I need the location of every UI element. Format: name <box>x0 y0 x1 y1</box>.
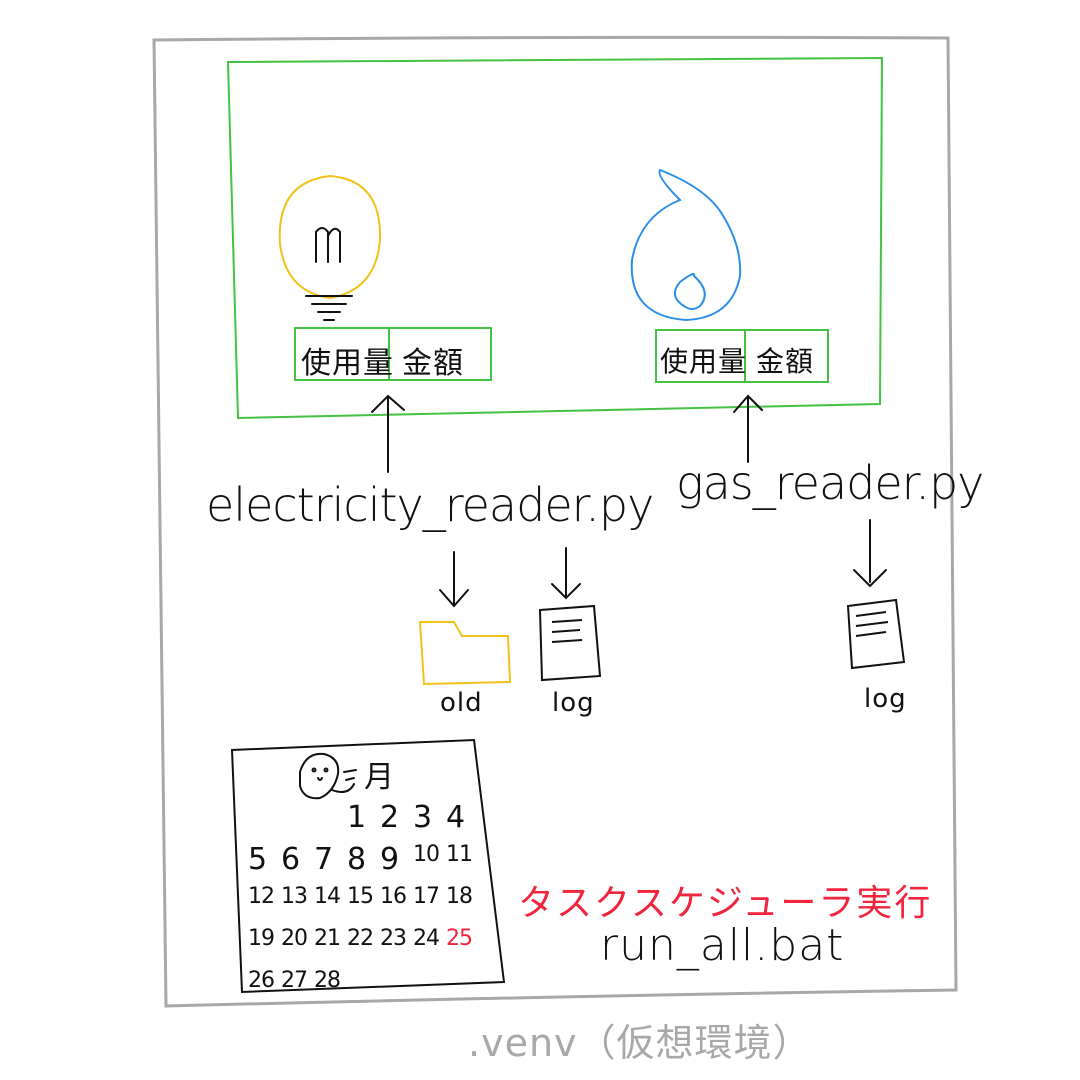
electricity-value-table <box>294 327 492 381</box>
calendar-day: 1 <box>347 800 366 835</box>
calendar-day: 13 <box>281 884 308 909</box>
calendar-day: 8 <box>347 842 366 877</box>
arrow-gas-to-panel <box>733 394 763 463</box>
electricity-usage-cell: 使用量 <box>301 346 394 381</box>
calendar-day: 18 <box>446 884 473 909</box>
calendar-day: 3 <box>413 800 432 835</box>
arrow-to-old-folder <box>439 551 469 608</box>
calendar-day: 21 <box>314 926 341 951</box>
gas-log-label: log <box>864 684 907 714</box>
calendar-day: 7 <box>314 842 333 877</box>
gas-reader-script: gas_reader.py <box>676 456 984 510</box>
calendar-day: 25 <box>446 926 473 951</box>
venv-frame <box>152 35 958 1008</box>
calendar-day: 28 <box>314 968 341 993</box>
dashboard-panel <box>226 56 884 420</box>
calendar-day: 23 <box>380 926 407 951</box>
calendar-day: 9 <box>380 842 399 877</box>
calendar-day: 4 <box>446 800 465 835</box>
old-folder-label: old <box>440 688 483 718</box>
document-icon <box>846 598 906 670</box>
calendar-day: 2 <box>380 800 399 835</box>
calendar-day: 24 <box>413 926 440 951</box>
electricity-amount-cell: 金額 <box>402 346 464 381</box>
gas-value-table <box>655 329 829 383</box>
venv-label: .venv（仮想環境） <box>468 1021 812 1065</box>
gas-usage-cell: 使用量 <box>660 345 748 378</box>
gas-amount-cell: 金額 <box>756 345 815 378</box>
calendar-day: 26 <box>248 968 275 993</box>
arrow-electricity-to-panel <box>371 394 405 473</box>
calendar-day: 27 <box>281 968 308 993</box>
calendar-day: 14 <box>314 884 341 909</box>
arrow-to-electricity-log <box>551 547 581 600</box>
task-scheduler-label: タスクスケジューラ実行 <box>518 883 933 924</box>
run-all-command: run_all.bat <box>600 920 845 971</box>
calendar-day: 5 <box>248 842 267 877</box>
calendar-frame <box>230 738 506 994</box>
electricity-log-label: log <box>552 688 595 718</box>
calendar-day: 15 <box>347 884 374 909</box>
calendar-day: 19 <box>248 926 275 951</box>
calendar-day: 16 <box>380 884 407 909</box>
light-bulb-icon <box>278 174 382 321</box>
flame-icon <box>630 168 742 322</box>
calendar-month-label: 月 <box>364 760 395 795</box>
calendar-day: 10 <box>413 842 440 867</box>
electricity-reader-script: electricity_reader.py <box>206 478 654 532</box>
folder-icon <box>418 621 512 686</box>
mascot-icon <box>299 752 357 800</box>
arrow-to-gas-log <box>853 519 887 588</box>
calendar-day: 6 <box>281 842 300 877</box>
calendar-day: 11 <box>446 842 473 867</box>
calendar-day: 22 <box>347 926 374 951</box>
calendar-day: 17 <box>413 884 440 909</box>
document-icon <box>538 604 602 682</box>
calendar-day: 20 <box>281 926 308 951</box>
calendar-day: 12 <box>248 884 275 909</box>
